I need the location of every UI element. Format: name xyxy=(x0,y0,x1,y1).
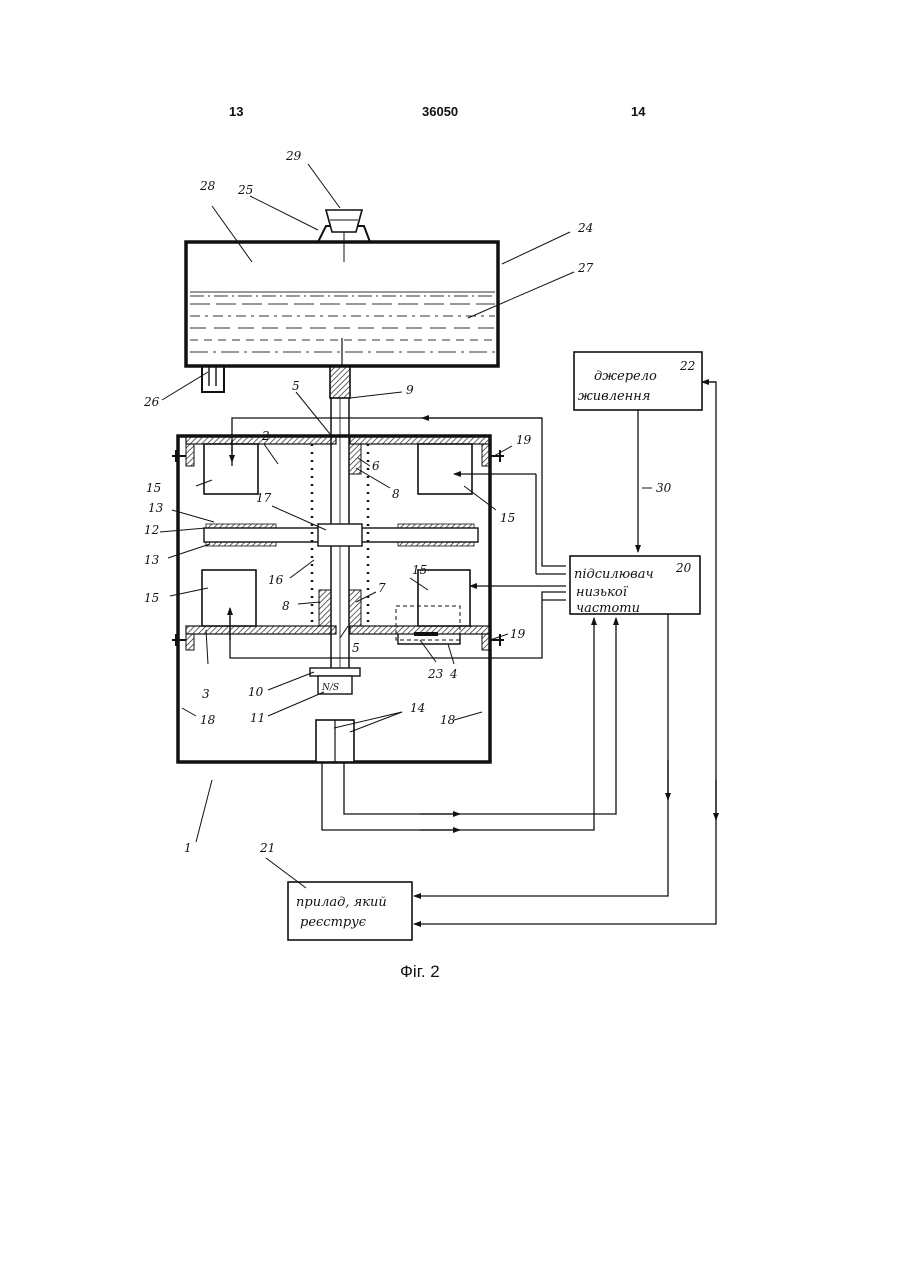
fluid-tank xyxy=(186,210,498,398)
power-source-line1: джерело xyxy=(594,369,657,384)
label-2: 2 xyxy=(261,429,270,443)
label-15-bl: 15 xyxy=(144,591,159,605)
main-housing xyxy=(172,398,504,762)
label-17: 17 xyxy=(256,491,272,505)
label-7: 7 xyxy=(378,581,386,595)
amplifier-line1: підсилювач xyxy=(574,567,654,582)
label-8-top: 8 xyxy=(392,487,400,501)
label-15-tl: 15 xyxy=(146,481,161,495)
label-12: 12 xyxy=(144,523,159,537)
label-27: 27 xyxy=(577,261,594,275)
label-15-tr: 15 xyxy=(500,511,515,525)
label-3: 3 xyxy=(202,687,210,701)
label-5-bottom: 5 xyxy=(352,641,360,655)
label-26: 26 xyxy=(143,395,160,409)
label-19-top: 19 xyxy=(516,433,532,447)
label-4: 4 xyxy=(449,667,458,681)
label-20: 20 xyxy=(675,561,692,575)
label-23: 23 xyxy=(427,667,444,681)
label-24: 24 xyxy=(577,221,593,235)
amplifier-line2: низької xyxy=(576,585,629,600)
label-6: 6 xyxy=(372,459,380,473)
label-8-bottom: 8 xyxy=(282,599,290,613)
label-1: 1 xyxy=(184,841,192,855)
recorder-block xyxy=(288,882,412,940)
recorder-line1: прилад, який xyxy=(296,895,387,910)
amplifier-line3: частоти xyxy=(576,601,640,616)
wiring xyxy=(230,382,716,924)
label-22: 22 xyxy=(679,359,695,373)
label-16: 16 xyxy=(268,573,284,587)
label-15-br: 15 xyxy=(412,563,427,577)
figure-caption: Фіг. 2 xyxy=(400,962,440,982)
label-28: 28 xyxy=(199,179,216,193)
label-18-left: 18 xyxy=(200,713,216,727)
label-13-bottom: 13 xyxy=(144,553,160,567)
power-source-line2: живлення xyxy=(578,389,650,404)
label-13-top: 13 xyxy=(148,501,164,515)
label-21: 21 xyxy=(259,841,275,855)
label-11: 11 xyxy=(250,711,265,725)
label-5-top: 5 xyxy=(292,379,300,393)
reference-numerals: 29 25 28 24 27 26 9 5 2 6 8 19 15 15 17 … xyxy=(143,149,695,855)
recorder-line2: реєструє xyxy=(300,915,367,930)
label-19-bottom: 19 xyxy=(510,627,526,641)
label-29: 29 xyxy=(285,149,302,163)
label-10: 10 xyxy=(248,685,264,699)
label-25: 25 xyxy=(237,183,253,197)
label-30: 30 xyxy=(656,481,672,495)
label-14: 14 xyxy=(410,701,425,715)
label-18-right: 18 xyxy=(440,713,456,727)
magnet-mark: N/S xyxy=(321,683,339,693)
label-9: 9 xyxy=(406,383,414,397)
